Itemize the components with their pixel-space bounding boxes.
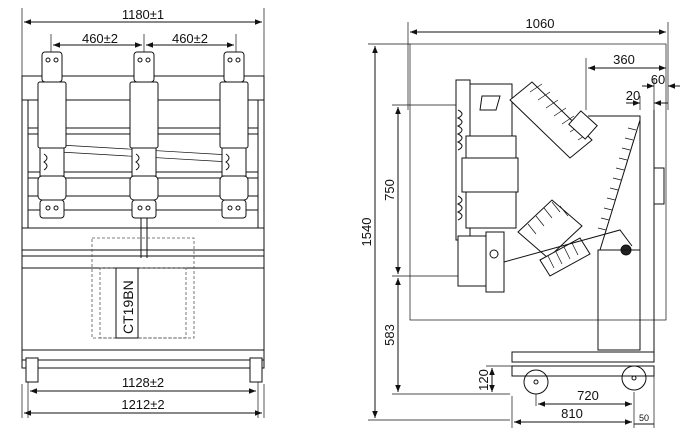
bolt-hole (45, 57, 51, 63)
pole-2-lower-housing (129, 175, 159, 201)
wheel-right (249, 357, 263, 383)
pole-3-contact-spring (225, 153, 230, 171)
mechanism-inner-outline (99, 267, 187, 339)
dim-pole-spacing-right: 460±2 (172, 31, 208, 46)
truck-frame (511, 365, 655, 377)
mechanism-outline (91, 237, 195, 339)
pole-3 (219, 51, 249, 219)
support-spring-upper (456, 109, 463, 151)
rear-spring-coils (597, 127, 637, 231)
linkage-arm (485, 231, 505, 293)
pole-1-contact-spring (43, 153, 48, 171)
dim-height-583: 583 (382, 324, 397, 346)
lower-arm-sheds (527, 201, 569, 235)
dim-rear-60: 60 (651, 72, 665, 87)
dim-depth-overall: 1060 (526, 16, 555, 31)
pole-2-upper-housing (129, 81, 159, 149)
cabinet-outline (409, 43, 667, 321)
dim-wheel-track-outer: 1212±2 (121, 397, 164, 412)
linkage-pin (489, 249, 499, 259)
lower-arm-extension (539, 237, 591, 277)
lower-insulator (517, 199, 591, 277)
upper-arm-body (509, 81, 593, 159)
bolt-hole (137, 57, 143, 63)
dim-rear-20: 20 (626, 88, 640, 103)
upper-insulator (509, 81, 598, 159)
pole-3-bottom-terminal (221, 199, 247, 219)
rear-spring-guide (599, 119, 641, 251)
dim-pole-spacing-left: 460±2 (82, 31, 118, 46)
dim-base-720: 720 (577, 388, 599, 403)
upper-arm-tip (568, 110, 598, 140)
pole-2-top-terminal (133, 51, 155, 83)
wheel-front (523, 369, 549, 395)
truck-base (511, 351, 655, 363)
bolt-hole (45, 205, 51, 211)
operating-rod (503, 229, 633, 263)
dim-height-750: 750 (382, 179, 397, 201)
pole-1-upper-housing (37, 81, 67, 149)
side-view: 1060 360 60 20 1540 750 583 120 (359, 16, 680, 428)
dim-wheel-track-inner: 1128±2 (122, 375, 164, 390)
upper-arm-sheds (529, 83, 591, 141)
chassis-rail (21, 349, 265, 361)
wheel-rear-hub (631, 375, 637, 381)
dim-overall-width: 1180±1 (122, 7, 164, 22)
dim-height-overall: 1540 (359, 218, 374, 247)
pole-3-top-terminal (223, 51, 245, 83)
wheel-front-hub (533, 379, 539, 385)
dim-base-50: 50 (639, 413, 649, 423)
lower-arm-ext-sheds (547, 242, 579, 269)
lower-arm-body (517, 199, 583, 259)
support-spring-lower (456, 195, 463, 221)
bolt-hole (145, 57, 151, 63)
pole-2-contact-spring (135, 153, 140, 171)
linkage-block (457, 235, 489, 287)
pole-2-bottom-terminal (131, 199, 157, 219)
contact-window (479, 95, 501, 111)
vacuum-chamber (461, 157, 519, 193)
mechanism-label-box (115, 267, 139, 339)
insulator-band (465, 135, 517, 159)
bolt-hole (235, 57, 241, 63)
lower-housing (465, 191, 517, 229)
dim-rear-360: 360 (613, 52, 635, 67)
bolt-hole (227, 57, 233, 63)
pole-1-top-terminal (41, 51, 63, 83)
rear-window (653, 167, 665, 205)
truck-upright (597, 249, 641, 351)
pole-1-bottom-terminal (39, 199, 65, 219)
mechanism-label: CT19BN (120, 280, 136, 334)
pole-1 (37, 51, 67, 219)
bolt-hole (227, 205, 233, 211)
bolt-hole (235, 205, 241, 211)
front-view: 1180±1 460±2 460±2 (21, 7, 265, 418)
pole-1-lower-housing (37, 175, 67, 201)
pole-3-lower-housing (219, 175, 249, 201)
wheel-left (25, 357, 39, 383)
bolt-hole (145, 205, 151, 211)
dim-height-120: 120 (476, 369, 491, 391)
dim-base-810: 810 (561, 406, 583, 421)
bolt-hole (137, 205, 143, 211)
wheel-rear (621, 365, 647, 391)
bolt-hole (53, 57, 59, 63)
pole-3-upper-housing (219, 81, 249, 149)
bolt-hole (53, 205, 59, 211)
pole-2 (129, 51, 159, 219)
